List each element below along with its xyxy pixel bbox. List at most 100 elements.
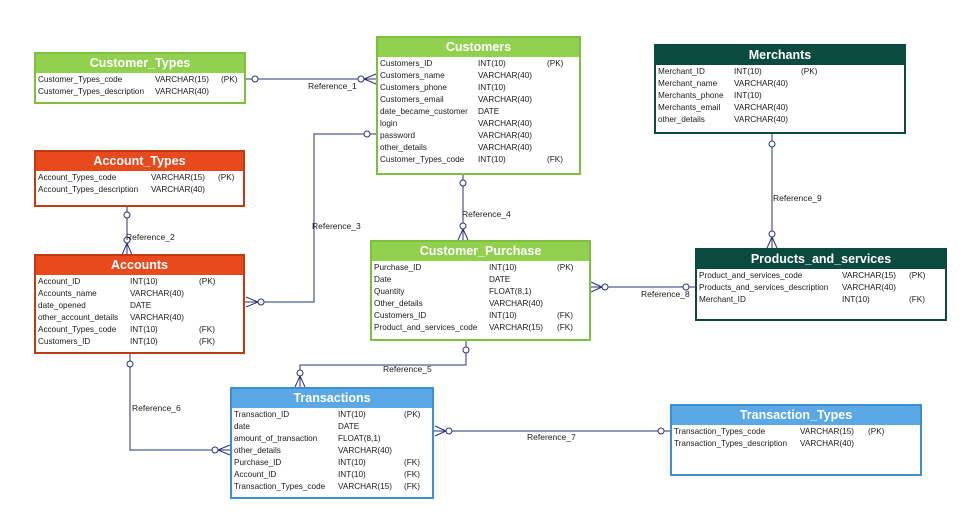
attribute-name: Merchant_ID xyxy=(658,67,705,76)
reference-2-parent-end xyxy=(123,211,131,219)
entity-customer-types[interactable]: Customer_Types Customer_Types_code VARCHA… xyxy=(34,52,246,104)
entity-title: Transactions xyxy=(232,389,432,408)
reference-7-label: Reference_7 xyxy=(527,432,576,442)
attribute-type: INT(10) xyxy=(478,83,506,92)
entity-title: Customers xyxy=(378,38,579,57)
attribute-type: VARCHAR(40) xyxy=(130,289,184,298)
attribute-name: Product_and_services_code xyxy=(374,323,478,332)
attribute-name: Customer_Types_code xyxy=(38,75,123,84)
reference-1-parent-end xyxy=(251,75,259,83)
attribute-key: (PK) xyxy=(801,67,818,76)
attribute-name: Customer_Types_code xyxy=(380,155,465,164)
entity-merchants[interactable]: Merchants Merchant_ID INT(10) (PK) Merchan… xyxy=(654,44,906,134)
reference-7-child-end xyxy=(445,427,453,435)
entity-title: Customer_Purchase xyxy=(372,242,589,261)
attribute-name: Products_and_services_description xyxy=(699,283,829,292)
entity-title: Accounts xyxy=(36,256,243,275)
attribute-type: DATE xyxy=(489,275,511,284)
reference-4-child-end xyxy=(459,222,467,230)
attribute-key: (PK) xyxy=(557,263,574,272)
attribute-row: other_details VARCHAR(40) xyxy=(380,142,577,154)
reference-9-child-end xyxy=(768,230,776,238)
attribute-name: other_details xyxy=(380,143,427,152)
attribute-type: VARCHAR(40) xyxy=(478,131,532,140)
reference-5-child-end xyxy=(296,369,304,377)
attribute-type: INT(10) xyxy=(734,67,762,76)
reference-8-parent-end xyxy=(682,283,690,291)
attribute-type: VARCHAR(40) xyxy=(478,119,532,128)
attribute-key: (FK) xyxy=(557,311,573,320)
attribute-name: Customers_ID xyxy=(38,337,91,346)
attribute-key: (FK) xyxy=(199,337,215,346)
attribute-type: DATE xyxy=(478,107,500,116)
reference-8-label: Reference_8 xyxy=(641,289,690,299)
attribute-type: INT(10) xyxy=(489,263,517,272)
attribute-type: VARCHAR(40) xyxy=(478,95,532,104)
attribute-name: password xyxy=(380,131,416,140)
reference-6-child-end xyxy=(211,446,219,454)
attribute-type: INT(10) xyxy=(734,91,762,100)
entity-title: Products_and_services xyxy=(697,250,945,269)
attribute-name: Transaction_Types_code xyxy=(234,482,326,491)
attribute-name: Customers_name xyxy=(380,71,445,80)
entity-title: Account_Types xyxy=(36,152,243,171)
attribute-name: Account_ID xyxy=(38,277,81,286)
entity-transaction-types[interactable]: Transaction_Types Transaction_Types_code… xyxy=(670,404,922,476)
attribute-type: FLOAT(8,1) xyxy=(489,287,532,296)
reference-5-parent-end xyxy=(462,346,470,354)
attribute-type: VARCHAR(40) xyxy=(478,143,532,152)
attribute-type: VARCHAR(15) xyxy=(155,75,209,84)
attribute-type: VARCHAR(15) xyxy=(800,427,854,436)
reference-1-child-end xyxy=(357,75,365,83)
attribute-type: INT(10) xyxy=(338,410,366,419)
attribute-key: (FK) xyxy=(557,323,573,332)
attribute-name: amount_of_transaction xyxy=(234,434,318,443)
entity-products-and-services[interactable]: Products_and_services Product_and_servic… xyxy=(695,248,947,321)
attribute-name: Customers_email xyxy=(380,95,444,104)
entity-title: Customer_Types xyxy=(36,54,244,73)
reference-8-child-end xyxy=(601,283,609,291)
attribute-row: Customers_email VARCHAR(40) xyxy=(380,94,577,106)
attribute-name: Transaction_Types_description xyxy=(674,439,788,448)
reference-2-crowfoot xyxy=(121,242,133,256)
attribute-name: date_opened xyxy=(38,301,86,310)
attribute-name: Customers_ID xyxy=(374,311,427,320)
attribute-type: INT(10) xyxy=(338,470,366,479)
attribute-name: Merchant_name xyxy=(658,79,718,88)
entity-title: Merchants xyxy=(656,46,904,65)
attribute-key: (FK) xyxy=(404,458,420,467)
attribute-name: Merchants_email xyxy=(658,103,721,112)
attribute-type: INT(10) xyxy=(478,155,506,164)
attribute-row: Merchant_ID INT(10) (PK) xyxy=(658,66,902,78)
attribute-name: date_became_customer xyxy=(380,107,468,116)
attribute-row: date_became_customer DATE xyxy=(380,106,577,118)
entity-title: Transaction_Types xyxy=(672,406,920,425)
reference-4-parent-end xyxy=(459,179,467,187)
